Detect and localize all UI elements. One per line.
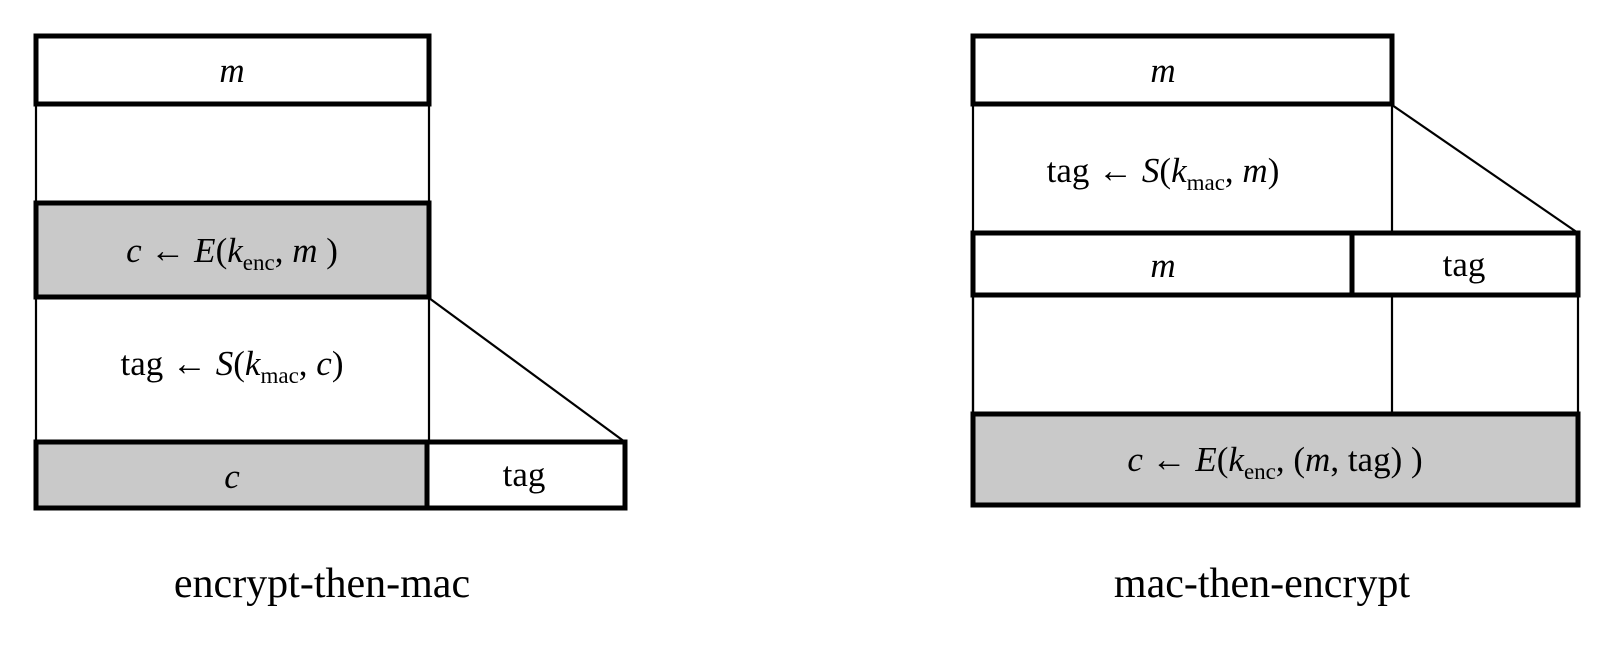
svg-text:tag ← S(kmac, m): tag ← S(kmac, m) bbox=[1047, 151, 1280, 195]
mte-mac-m: m bbox=[1242, 151, 1267, 190]
mte-concat-box bbox=[970, 230, 1581, 298]
mte-diagonal-connector bbox=[1391, 104, 1579, 234]
etm-output-box bbox=[33, 439, 628, 511]
etm-encrypt-c: c bbox=[126, 231, 142, 270]
svg-text:c ← E(kenc, (m, tag) ): c ← E(kenc, (m, tag) ) bbox=[1127, 440, 1422, 484]
mte-encrypt-m: m bbox=[1305, 440, 1330, 479]
mte-encrypt-arrow: ← bbox=[1143, 440, 1196, 479]
etm-mac-tag: tag bbox=[121, 344, 164, 383]
mte-mac-comma: , bbox=[1225, 151, 1243, 190]
etm-output-c-fill bbox=[36, 442, 427, 508]
etm-mac-subscript: mac bbox=[260, 363, 298, 388]
mte-mac-S: S bbox=[1142, 151, 1160, 190]
mte-mac-subscript: mac bbox=[1187, 170, 1225, 195]
mte-encrypt-box-fill bbox=[973, 414, 1578, 505]
mte-concat-m-label: m bbox=[1150, 246, 1175, 285]
svg-text:c ← E(kenc, m ): c ← E(kenc, m ) bbox=[126, 231, 338, 275]
etm-mac-arrow: ← bbox=[163, 344, 216, 383]
etm-mac-comma: , bbox=[299, 344, 317, 383]
mte-message-label: m bbox=[1150, 51, 1175, 90]
mte-message-box bbox=[970, 33, 1395, 107]
etm-mac-paren-open: ( bbox=[233, 344, 245, 383]
etm-encrypt-subscript: enc bbox=[243, 250, 275, 275]
mte-encrypt-paren-close: , tag) ) bbox=[1330, 440, 1422, 479]
etm-caption: encrypt-then-mac bbox=[174, 561, 470, 607]
etm-mac-k: k bbox=[245, 344, 262, 383]
etm-output-tag-label: tag bbox=[503, 455, 546, 494]
mte-concat-fill bbox=[973, 233, 1578, 295]
mte-encrypt-k: k bbox=[1228, 440, 1245, 479]
mte-encrypt-label: c ← E(kenc, (m, tag) ) bbox=[1127, 440, 1422, 484]
mte-concat-tag-label: tag bbox=[1443, 245, 1486, 284]
mte-encrypt-box bbox=[970, 411, 1581, 508]
etm-encrypt-label: c ← E(kenc, m ) bbox=[126, 231, 338, 275]
etm-mac-paren-close: ) bbox=[332, 344, 344, 383]
mte-mac-tag: tag bbox=[1047, 151, 1090, 190]
etm-diagonal-connector bbox=[428, 297, 626, 443]
mte-caption: mac-then-encrypt bbox=[1114, 561, 1411, 607]
etm-mac-S: S bbox=[216, 344, 234, 383]
mte-mac-paren-close: ) bbox=[1268, 151, 1280, 190]
etm-encrypt-paren-open: ( bbox=[216, 231, 228, 270]
etm-encrypt-paren-close: ) bbox=[317, 231, 337, 270]
diagram-encrypt-then-mac: m c ← E(kenc, m ) tag ← S(kmac, c) bbox=[33, 33, 628, 607]
mte-encrypt-subscript: enc bbox=[1244, 459, 1276, 484]
etm-message-box bbox=[33, 33, 432, 107]
mte-mac-paren-open: ( bbox=[1159, 151, 1171, 190]
etm-encrypt-m: m bbox=[292, 231, 317, 270]
mte-encrypt-paren-open: ( bbox=[1217, 440, 1229, 479]
etm-output-c-label: c bbox=[224, 457, 240, 496]
mte-encrypt-c: c bbox=[1127, 440, 1143, 479]
mte-encrypt-E: E bbox=[1194, 440, 1216, 479]
etm-message-label: m bbox=[219, 51, 244, 90]
mte-mac-k: k bbox=[1171, 151, 1188, 190]
mte-mac-arrow: ← bbox=[1089, 151, 1142, 190]
diagram-mac-then-encrypt: m tag ← S(kmac, m) m tag bbox=[970, 33, 1581, 607]
etm-mac-c: c bbox=[316, 344, 332, 383]
etm-encrypt-comma: , bbox=[275, 231, 293, 270]
etm-encrypt-box-fill bbox=[36, 203, 429, 297]
etm-output-tag-fill bbox=[427, 442, 625, 508]
etm-message-box-fill bbox=[36, 36, 429, 104]
mte-message-box-fill bbox=[973, 36, 1392, 104]
svg-text:tag ← S(kmac, c): tag ← S(kmac, c) bbox=[121, 344, 344, 388]
etm-encrypt-arrow: ← bbox=[142, 231, 195, 270]
mte-encrypt-comma: , ( bbox=[1276, 440, 1305, 479]
etm-encrypt-k: k bbox=[227, 231, 244, 270]
mte-mac-label: tag ← S(kmac, m) bbox=[1047, 151, 1280, 195]
etm-encrypt-box bbox=[33, 200, 432, 300]
etm-encrypt-E: E bbox=[193, 231, 215, 270]
etm-mac-label: tag ← S(kmac, c) bbox=[121, 344, 344, 388]
